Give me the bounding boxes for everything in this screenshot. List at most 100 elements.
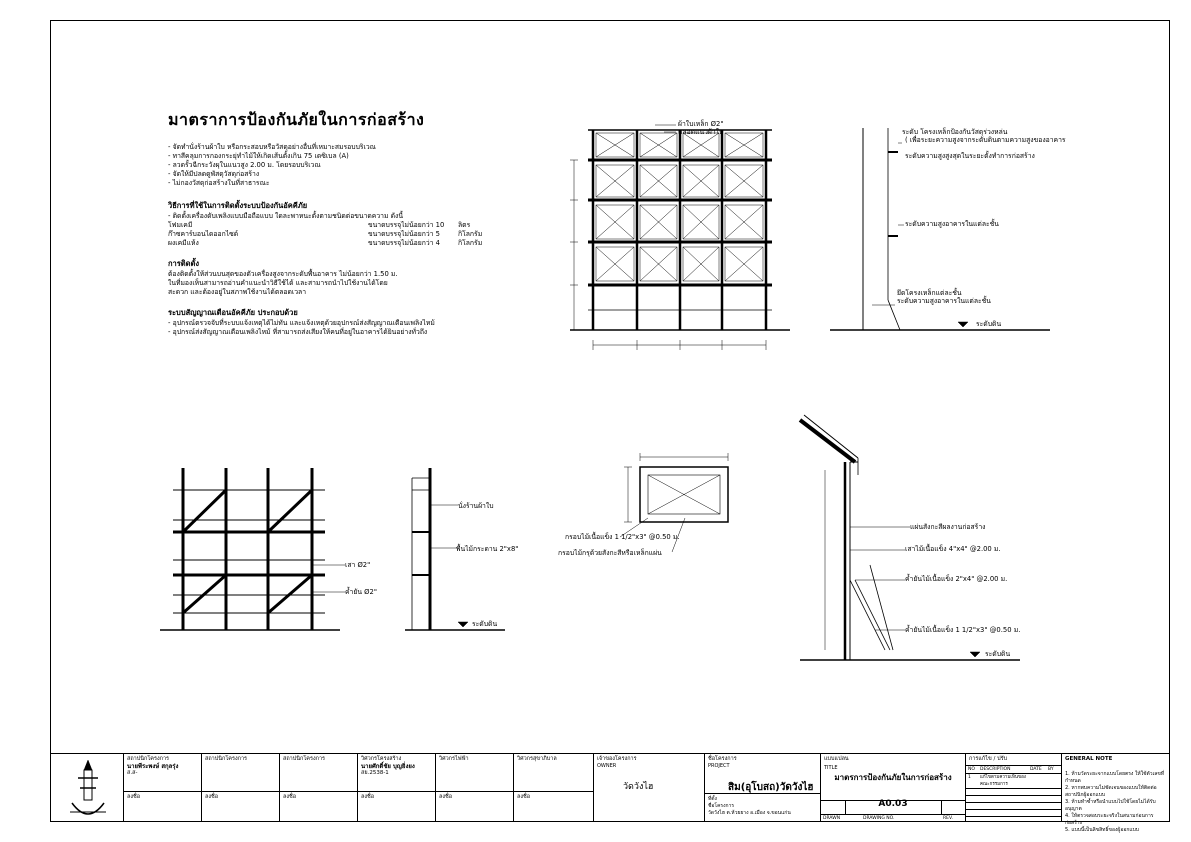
extinguisher-unit: กิโลกรัม (458, 230, 483, 238)
roof-bottom-label-2: ระดับความสูงอาคารในแต่ละชั้น (897, 297, 991, 305)
tb-electrical-engineer: วิศวกรไฟฟ้า ลงชื่อ (435, 754, 513, 822)
tb-project-name: สิม(อุโบสถ)วัดวังไฮ (728, 782, 814, 793)
wood-floor-label: พื้นไม้กระดาน 2"x8" (456, 545, 519, 553)
scaffold-elevation (570, 124, 790, 350)
ground-level-label: ระดับดิน (472, 620, 498, 628)
tb-heading: แบบแปลน (824, 756, 849, 762)
tb-signature: ลงชื่อ (439, 794, 453, 800)
tb-sanitary-engineer: วิศวกรสุขาภิบาล ลงชื่อ (513, 754, 593, 822)
note-line: - อุปกรณ์ส่งสัญญาณเตือนเพลิงไหม้ ที่สามา… (168, 328, 428, 336)
tb-heading: วิศวกรโครงสร้าง (361, 756, 402, 762)
tb-architect-2: สถาปนิกโครงการ ลงชื่อ (201, 754, 279, 822)
tb-heading: ชื่อโครงการ (708, 756, 737, 762)
tb-signature: ลงชื่อ (283, 794, 297, 800)
tb-heading: เจ้าของโครงการ (597, 756, 637, 762)
scaffold-detail-elevation (160, 468, 505, 631)
tb-general-notes: GENERAL NOTE 1. ห้ามวัดระยะจากแบบโดยตรง … (1061, 754, 1170, 833)
tb-note: 1. ห้ามวัดระยะจากแบบโดยตรง ให้ใช้ตัวเลขท… (1065, 771, 1165, 784)
tb-name: นายศักดิ์ชัย บุญยิ่งยง (361, 763, 415, 770)
tb-signature: ลงชื่อ (205, 794, 219, 800)
roof-top-label-2: ( เพื่อระยะความสูงจากระดับดินตามความสูงข… (905, 136, 1066, 144)
tb-col: DESCRIPTION (980, 767, 1011, 772)
tb-heading: สถาปนิกโครงการ (127, 756, 170, 762)
canvas-label: ตลอดแนวผ้าใบ (678, 128, 724, 136)
note-line: - ติดตั้งเครื่องดับเพลิงแบบมือถือแบบ ใดล… (168, 212, 404, 220)
note-line: - ทาสีคลุมการกองกระยุ่ทำไม้ให้เกิดเส้นตั… (168, 152, 349, 160)
extinguisher-type: ก๊าซคาร์บอนไดออกไซด์ (168, 230, 239, 238)
extinguisher-row: ผงเคมีแห้ง ขนาดบรรจุไม่น้อยกว่า 4 กิโลกร… (168, 239, 588, 248)
note-line: - อุปกรณ์ตรวจจับที่ระบบแจ้งเหตุได้ไม่ทัน… (168, 319, 435, 327)
tb-owner: เจ้าของโครงการ OWNER วัดวังไฮ (593, 754, 704, 822)
extinguisher-size: ขนาดบรรจุไม่น้อยกว่า 10 (368, 221, 445, 229)
tb-architect-3: สถาปนิกโครงการ ลงชื่อ (279, 754, 357, 822)
ground-level-label: ระดับดิน (976, 320, 1002, 328)
extinguisher-size: ขนาดบรรจุไม่น้อยกว่า 5 (368, 230, 440, 238)
roof-top-label-1: ระดับ โครงเหล็กป้องกันวัสดุร่วงหล่น (902, 128, 1008, 136)
hoarding-panel-detail (619, 453, 729, 553)
tb-drawing-title: มาตรการป้องกันภัยในการก่อสร้าง (834, 773, 952, 782)
extinguisher-type: ผงเคมีแห้ง (168, 239, 199, 247)
tb-note: 5. แบบนี้เป็นลิขสิทธิ์ของผู้ออกแบบ (1065, 827, 1139, 833)
tb-heading: วิศวกรสุขาภิบาล (517, 756, 557, 762)
tb-owner-name: วัดวังไฮ (623, 782, 654, 792)
tb-field-label: DRAWING NO. (863, 816, 895, 821)
ground-level-label: ระดับดิน (985, 650, 1011, 658)
extinguisher-row: ก๊าซคาร์บอนไดออกไซด์ ขนาดบรรจุไม่น้อยกว่… (168, 230, 588, 239)
note-line: - จัดทำนั่งร้านผ้าใบ หรือกระสอบหรือวัสดุ… (168, 143, 376, 151)
tb-title: แบบแปลน TITLE มาตรการป้องกันภัยในการก่อส… (820, 754, 965, 822)
tb-cell: 1 (968, 775, 971, 780)
tb-structural-engineer: วิศวกรโครงสร้าง นายศักดิ์ชัย บุญยิ่งยง ส… (357, 754, 435, 822)
tb-heading: การแก้ไข / ปรับ (969, 756, 1008, 762)
tb-heading: วิศวกรไฟฟ้า (439, 756, 469, 762)
tb-signature: ลงชื่อ (127, 794, 141, 800)
install-section-title: การติดตั้ง (168, 259, 200, 268)
extinguisher-row: โฟมเคมี ขนาดบรรจุไม่น้อยกว่า 10 ลิตร (168, 221, 588, 230)
fence-brace-label: ค้ำยันไม้เนื้อแข็ง 2"x4" @2.00 ม. (905, 575, 1008, 583)
tb-subheading: PROJECT (708, 763, 730, 769)
extinguisher-unit: ลิตร (458, 221, 471, 229)
tb-col: NO (968, 767, 975, 772)
tb-license: ส.ส- (127, 770, 138, 776)
note-line: - จัดให้มีปลดดูพัสดุวัสดุก่อสร้าง (168, 170, 260, 178)
extinguisher-type: โฟมเคมี (168, 221, 193, 229)
tb-cell: แก้ไขตามความเห็นของคณะกรรมการ (980, 775, 1026, 787)
note-line: สะดวก และต้องอยู่ในสภาพใช้งานได้ตลอดเวลา (168, 288, 307, 296)
post-label: เสา Ø2" (345, 561, 371, 569)
roof-protection-section (830, 128, 1050, 331)
tb-subheading: OWNER (597, 763, 617, 769)
tb-location-heading: ที่ตั้ง (708, 796, 717, 802)
alarm-section-title: ระบบสัญญาณเตือนอัคคีภัย ประกอบด้วย (168, 308, 298, 317)
tb-architect-1: สถาปนิกโครงการ นายพีระพงษ์ สกุลรุ่ง ส.ส-… (123, 754, 201, 822)
construction-safety-notes: มาตราการป้องกันภัยในการก่อสร้าง - จัดทำน… (168, 108, 588, 337)
tb-signature: ลงชื่อ (517, 794, 531, 800)
extinguisher-unit: กิโลกรัม (458, 239, 483, 247)
zinc-sheet-label: แผ่นสังกะสีผลงานก่อสร้าง (910, 523, 986, 531)
tb-heading: GENERAL NOTE (1065, 756, 1113, 762)
tb-col: DATE (1030, 767, 1042, 772)
net-label: ผ้าใบเหล็ก Ø2" (678, 120, 724, 128)
roof-bottom-label-1: ยึดโครงเหล็กแต่ละชั้น (897, 289, 962, 297)
net-detail-label: นั่งร้านผ้าใบ (458, 502, 494, 510)
tb-heading: สถาปนิกโครงการ (205, 756, 248, 762)
fence-post-label: เสาไม้เนื้อแข็ง 4"x4" @2.00 ม. (905, 545, 1001, 553)
note-line: - ไม่กองวัสดุก่อสร้างในที่สาธารณะ (168, 179, 270, 187)
note-line: ต้องติดตั้งให้ส่วนบนสุดของตัวเครื่องสูงจ… (168, 270, 398, 278)
roof-mid-label: ระดับความสูงอาคารในแต่ละชั้น (905, 220, 999, 228)
drawing-sheet-border (50, 20, 1170, 822)
tb-col: BY (1048, 767, 1054, 772)
fence-strut-label: ค้ำยันไม้เนื้อแข็ง 1 1/2"x3" @0.50 ม. (905, 626, 1021, 634)
tb-revisions: การแก้ไข / ปรับ NO DESCRIPTION DATE BY 1… (965, 754, 1061, 822)
hoarding-fence-section (798, 414, 1020, 661)
tb-location-heading: ชื่อโครงการ (708, 803, 735, 809)
title-block: สถาปนิกโครงการ นายพีระพงษ์ สกุลรุ่ง ส.ส-… (50, 753, 1170, 833)
temple-logo-icon (70, 759, 106, 815)
note-line: - ลวดรั้วฉีกระวังผุในแนวสูง 2.00 ม. โดยร… (168, 161, 321, 169)
tb-note: 3. ห้ามทำซ้ำหรือนำแบบไปใช้โดยไม่ได้รับอน… (1065, 799, 1156, 812)
tb-subheading: TITLE (824, 765, 838, 771)
panel-label: กรอบไม้กรุด้วยสังกะสีหรือเหล็กแผ่น (558, 549, 662, 557)
notes-title: มาตราการป้องกันภัยในการก่อสร้าง (168, 110, 425, 129)
note-line: ในที่มองเห็นสามารถอ่านคำแนะนำวิธีใช้ได้ … (168, 279, 388, 287)
tb-location: วัดวังไฮ ต.ห้วยยาง อ.เมือง จ.ขอนแก่น (708, 810, 791, 816)
tb-drawing-number: A0.03 (878, 799, 908, 809)
